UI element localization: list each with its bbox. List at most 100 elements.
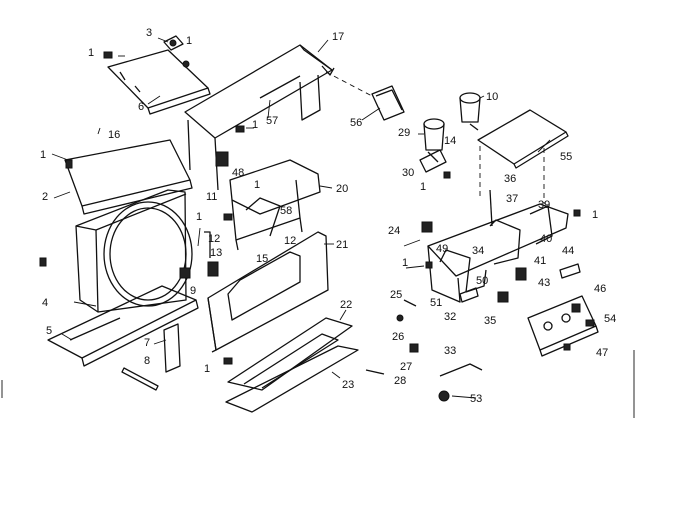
part-27-sensor: [409, 343, 419, 353]
part-56-filter: [371, 85, 405, 121]
part-10-capacitor: [459, 92, 481, 131]
callout-label-c25: 25: [390, 289, 402, 301]
callout-leaders: [51, 37, 551, 399]
callout-label-c35: 35: [484, 315, 496, 327]
callout-label-c1e: 1: [254, 179, 260, 191]
callout-label-c14: 14: [444, 135, 456, 147]
screw-icon: [573, 209, 581, 217]
callout-label-c29: 29: [398, 127, 410, 139]
callout-label-c46: 46: [594, 283, 606, 295]
callout-label-c1f: 1: [196, 211, 202, 223]
callout-label-c1i: 1: [592, 209, 598, 221]
callout-label-c27: 27: [400, 361, 412, 373]
part-35-bushing: [497, 291, 509, 303]
callout-label-c37: 37: [506, 193, 518, 205]
callout-label-c1h: 1: [420, 181, 426, 193]
callout-label-c22: 22: [340, 299, 352, 311]
part-54-screw: [585, 319, 595, 327]
callout-label-c51: 51: [430, 297, 442, 309]
callout-label-c6: 6: [138, 101, 144, 113]
callout-label-c11: 11: [206, 191, 217, 203]
callout-label-c34: 34: [472, 245, 484, 257]
callout-label-c48: 48: [232, 167, 244, 179]
callout-label-c1a: 1: [88, 47, 94, 59]
callout-label-c57: 57: [266, 115, 278, 127]
screw-icons: [39, 51, 245, 365]
part-6-plate: [107, 49, 211, 115]
callout-label-c13: 13: [210, 247, 222, 259]
part-33-cord: [439, 363, 483, 377]
callout-label-c50: 50: [476, 275, 488, 287]
part-44-clip: [559, 263, 581, 279]
callout-label-c23: 23: [342, 379, 354, 391]
callout-label-c30: 30: [402, 167, 414, 179]
callout-label-c7: 7: [144, 337, 150, 349]
callout-label-c1j: 1: [402, 257, 408, 269]
part-13-switch: [207, 261, 219, 277]
part-25-screw: [403, 299, 417, 307]
callout-label-c53: 53: [470, 393, 482, 405]
part-21-bulkhead: [207, 231, 329, 353]
callout-label-c43: 43: [538, 277, 550, 289]
callout-label-c32: 32: [444, 311, 456, 323]
callout-label-c1c: 1: [40, 149, 46, 161]
callout-label-c24: 24: [388, 225, 400, 237]
callout-label-c49: 49: [436, 243, 448, 255]
part-29-capacitor: [423, 118, 445, 163]
part-2-top-panel: [64, 139, 193, 215]
dashed-leader: [325, 71, 373, 97]
callout-label-c16: 16: [108, 129, 120, 141]
callout-label-c20: 20: [336, 183, 348, 195]
callout-label-c2: 2: [42, 191, 48, 203]
part-20-housing: [229, 159, 321, 251]
screw-icon: [443, 171, 451, 179]
part-9-clip: [179, 267, 191, 279]
part-41-relay: [515, 267, 527, 281]
callout-label-c54: 54: [604, 313, 616, 325]
part-7-bracket: [163, 323, 181, 373]
callout-label-c1d: 1: [252, 119, 258, 131]
callout-label-c41: 41: [534, 255, 546, 267]
part-48-grille: [215, 151, 229, 167]
callout-label-c26: 26: [392, 331, 404, 343]
callout-label-c15: 15: [256, 253, 268, 265]
part-17-partition: [184, 44, 335, 191]
callout-label-c17: 17: [332, 31, 344, 43]
part-8-rod: [121, 367, 159, 391]
part-3-bracket: [163, 35, 184, 51]
callout-label-c33: 33: [444, 345, 456, 357]
part-32-strap: [459, 287, 479, 303]
part-24-grommet: [421, 221, 433, 233]
callout-label-c1g: 1: [204, 363, 210, 375]
callout-label-c36: 36: [504, 173, 516, 185]
callout-label-c58: 58: [280, 205, 292, 217]
callout-label-c55: 55: [560, 151, 572, 163]
callout-label-c9: 9: [190, 285, 196, 297]
callout-label-c39: 39: [538, 199, 550, 211]
part-23-pan-liner: [225, 345, 359, 413]
control-bracket-assembly: [427, 189, 569, 303]
callout-label-c40: 40: [540, 233, 552, 245]
callout-label-c47: 47: [596, 347, 608, 359]
part-4-fan-shroud: [75, 189, 193, 313]
callout-label-c3: 3: [146, 27, 152, 39]
part-5-base-pan: [47, 285, 199, 367]
part-28-clip: [365, 369, 385, 375]
part-12-screw: [204, 231, 211, 258]
part-55-cover: [477, 109, 569, 169]
callout-label-c8: 8: [144, 355, 150, 367]
callout-label-c44: 44: [562, 245, 574, 257]
callout-label-c1b: 1: [186, 35, 192, 47]
callout-label-c12b: 12: [284, 235, 296, 247]
part-30-clamp: [419, 149, 447, 173]
screw-icon: [425, 261, 433, 269]
callout-label-c4: 4: [42, 297, 48, 309]
part-53-knob: [438, 390, 450, 402]
callout-label-c10: 10: [486, 91, 498, 103]
part-22-drain-pan: [227, 317, 353, 391]
callout-label-c56: 56: [350, 117, 362, 129]
callout-label-c5: 5: [46, 325, 52, 337]
part-47-screw: [563, 343, 571, 351]
